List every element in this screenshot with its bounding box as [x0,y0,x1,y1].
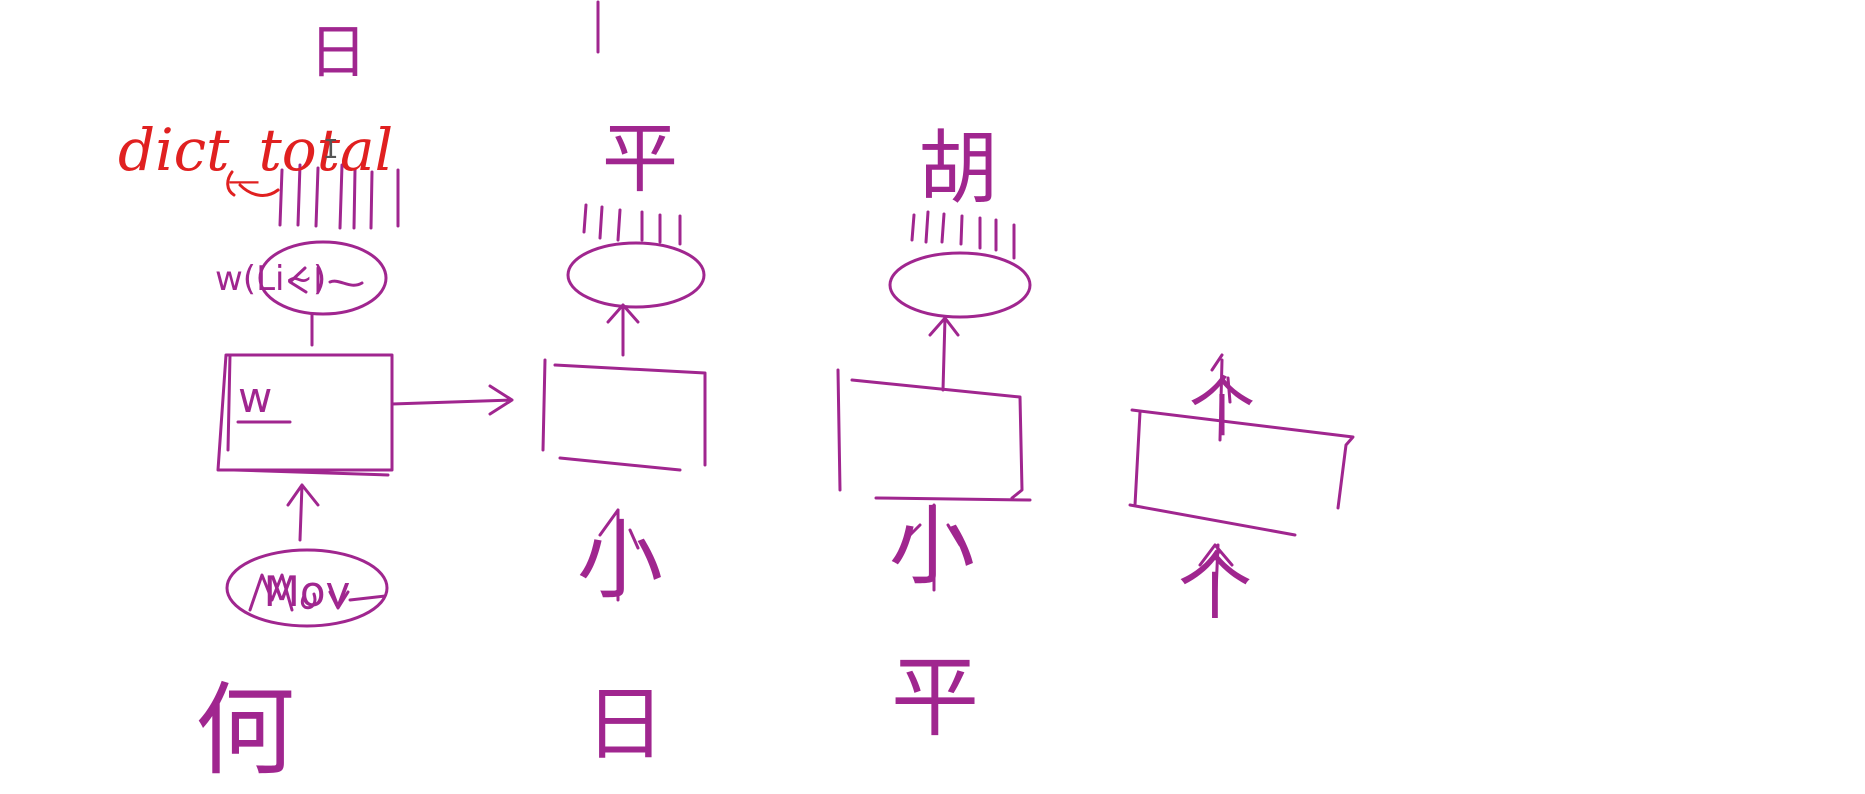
step1-cell-label: w [238,373,272,422]
step1-hidden-cell [216,353,394,477]
step2-output-ellipse [566,241,706,309]
step2-input-to-cell-arrow [598,508,640,602]
step2-input-char: 日 [585,678,665,771]
step1-input-char: 何 [195,672,295,789]
step2-output-char: 平 [602,114,678,203]
step4-input-arrow [1198,543,1234,617]
step4-cell-input-char: 个 [1178,544,1252,630]
step3-cell-to-output-arrow [928,316,960,392]
text-cursor-icon: I [323,135,339,165]
step3-output-ellipse [888,251,1032,319]
step1-output-char: 日 [309,18,367,86]
step2-hidden-cell [541,358,707,472]
step1-embed-scribble [248,573,387,612]
step3-output-bars [910,210,1016,260]
step1-embed-to-cell-arrow [286,483,320,542]
dict-total-annotation: dict_total [118,116,393,184]
step3-hidden-cell [836,368,1032,502]
dict-total-curl-icon [226,170,280,197]
step1-to-step2-arrow [390,384,514,416]
step1-weight-scribble [288,266,364,294]
step1-output-bars [278,163,400,230]
step4-output-arrow [1210,353,1232,442]
step3-cell-input-char: 小 [889,497,975,597]
step1-embed-label: Mov [264,567,351,616]
step1-embedding-ellipse [225,548,389,628]
step1-weight-label: w(Li~) [215,259,326,299]
step4-cell-output-char: 个 [1189,369,1255,446]
step2-cell-to-output-arrow [606,303,640,357]
step3-output-char: 胡 [918,122,998,215]
step4-hidden-cell [1128,408,1355,537]
step2-output-bars [582,203,682,246]
step3-input-to-cell-arrow [903,503,962,592]
step1-output-ellipse [258,240,388,316]
step2-cell-input-char: 小 [577,511,663,611]
step3-input-char: 平 [891,646,979,749]
